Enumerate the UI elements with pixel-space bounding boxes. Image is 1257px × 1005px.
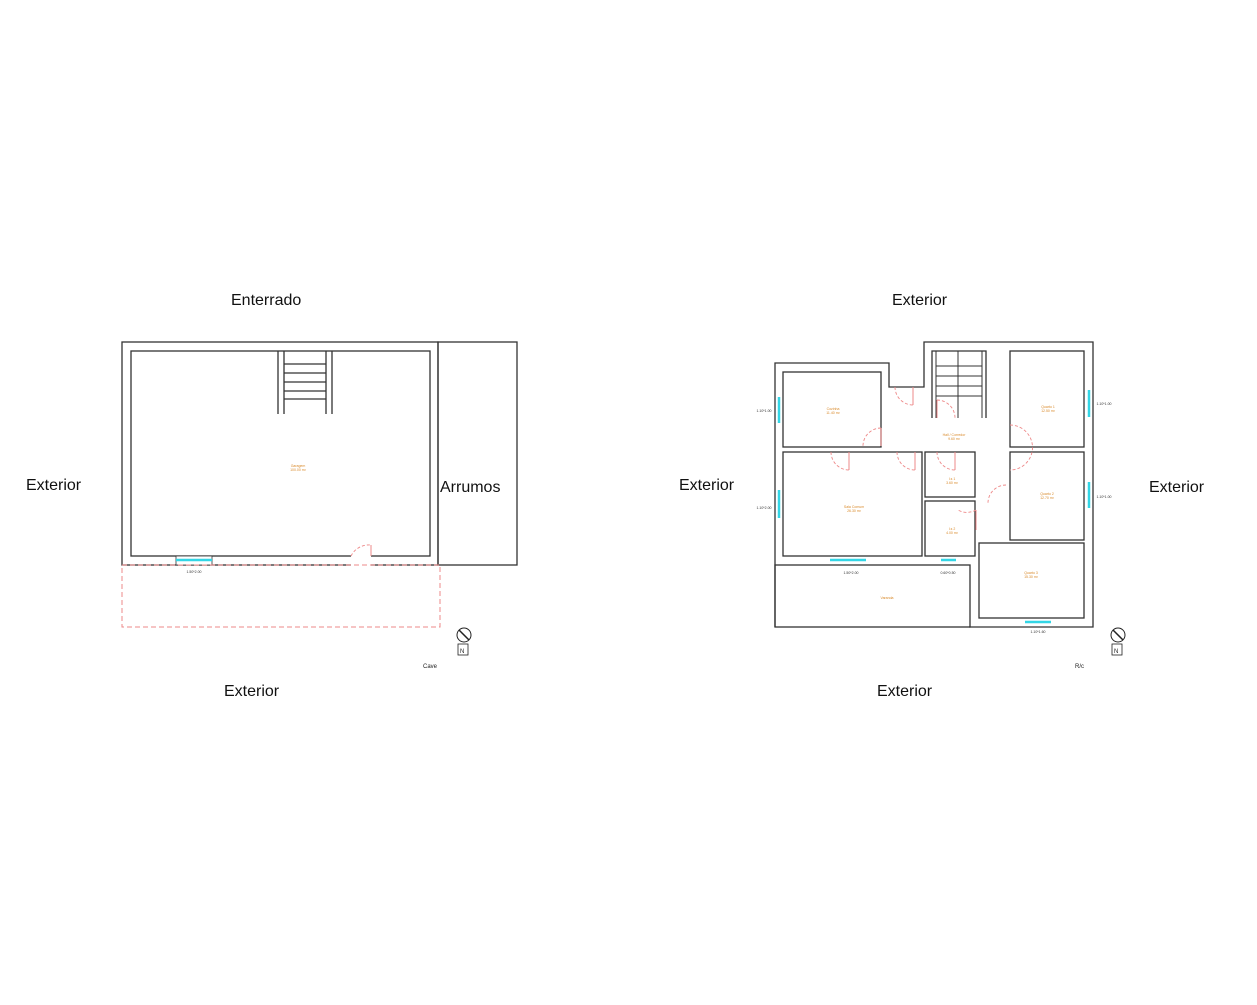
label-bottom-right: Exterior [877,683,933,700]
room-area: 4.00 m² [946,531,959,535]
bedroom-3 [978,542,1085,619]
outer-wall [121,341,439,566]
window-label: 1.50*2.00 [844,571,859,575]
room-name: I.s 2 [949,527,956,531]
window-label: 1.10*1.60 [1031,630,1046,634]
room-area: 12.70 m² [1040,496,1055,500]
label-top-left: Enterrado [231,292,301,309]
living-room [782,451,923,557]
kitchen [782,371,882,448]
label-bottom-left: Exterior [224,683,280,700]
window-label: 1.10*1.00 [1097,495,1112,499]
room-area: 11.40 m² [826,411,840,415]
inner-wall [130,350,431,557]
room-area: 15.30 m² [1024,575,1039,579]
window-label: 1.10*1.00 [757,409,772,413]
room-name: Quarto 2 [1040,492,1054,496]
bedroom-1 [1009,350,1085,448]
north-arrow-icon [456,627,472,656]
stairs [931,350,987,418]
room-name: Hall / Corredor [943,433,967,437]
room-area: 9.60 m² [948,437,961,441]
bathroom-1 [924,451,976,498]
north-label: N [460,649,464,655]
outer-wall [774,341,1094,628]
exterior-dashed-area [121,564,441,628]
room-area: 100.00 m² [290,468,307,472]
room-name: Cozinha [827,407,840,411]
plan-title: R/c [1075,664,1084,670]
stairs [277,351,333,414]
balcony [774,564,971,628]
room-area: 12.50 m² [1041,409,1056,413]
north-arrow-icon [1110,627,1126,656]
room-name: Sala Comum [844,505,864,509]
north-label: N [1114,649,1118,655]
door [350,544,372,566]
room-name: Garagem [291,464,306,468]
plan-title: Cave [423,664,438,670]
bedroom-2 [1009,451,1085,541]
room-name: Varanda [881,596,894,600]
label-top-right: Exterior [892,292,948,309]
window-label: 1.10*2.00 [757,506,772,510]
room-area: 26.30 m² [847,509,862,513]
room-area: 3.60 m² [946,481,959,485]
label-right-right: Exterior [1149,479,1205,496]
doors [830,386,1033,530]
bathroom-2 [924,500,976,557]
label-left-left: Exterior [26,477,82,494]
room-name: Quarto 3 [1024,571,1038,575]
left-floor-plan: Enterrado Exterior Arrumos Exterior 1.50… [26,292,518,700]
window-label: 0.60*0.50 [941,571,956,575]
storage-area [437,341,518,566]
label-left-right: Exterior [679,477,735,494]
room-name: I.s 1 [949,477,956,481]
room-name: Quarto 1 [1041,405,1055,409]
right-floor-plan: Exterior Exterior Exterior Exterior 1.1 [679,292,1205,700]
windows [777,390,1091,624]
window-label: 1.10*1.00 [1097,402,1112,406]
label-storage: Arrumos [440,479,500,496]
window-label: 1.50*2.00 [187,570,202,574]
